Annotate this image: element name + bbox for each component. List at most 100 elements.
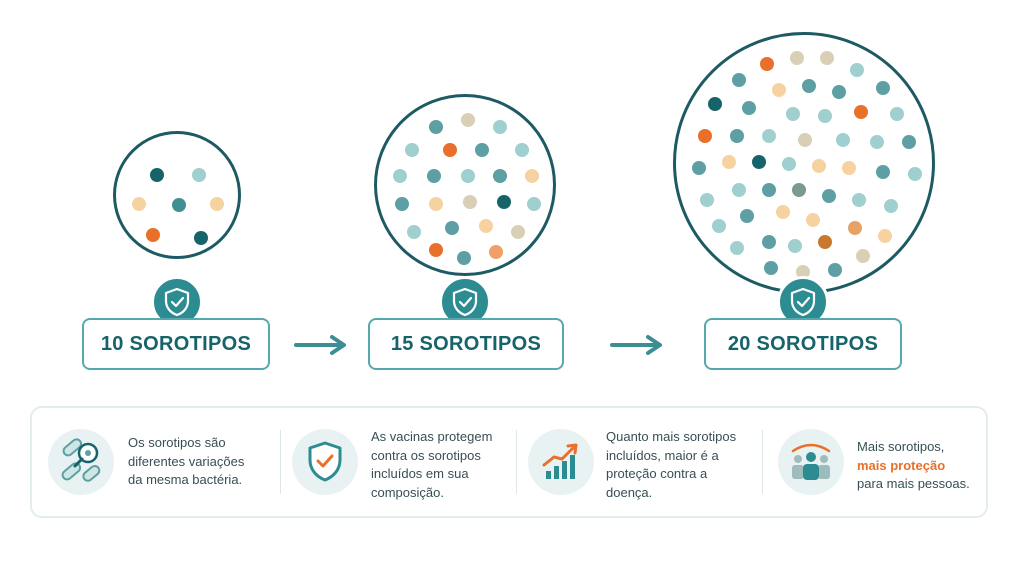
serotype-dot xyxy=(698,129,712,143)
serotype-dot xyxy=(511,225,525,239)
info-line: Os sorotipos são xyxy=(128,435,226,450)
info-line: incluídos, maior é a xyxy=(606,447,719,463)
serotype-circle-10 xyxy=(113,131,241,259)
stage-label-20: 20 SOROTIPOS xyxy=(704,318,902,370)
info-line: contra os sorotipos xyxy=(371,447,481,463)
serotype-dot xyxy=(475,143,489,157)
info-icon-people xyxy=(778,429,844,495)
info-icon-shield xyxy=(292,429,358,495)
serotype-dot xyxy=(832,85,846,99)
arrow-right-icon xyxy=(294,335,346,355)
serotype-circle-20 xyxy=(673,32,935,294)
growth-chart-icon xyxy=(542,443,578,479)
serotype-dot xyxy=(740,209,754,223)
info-line: incluídos em sua xyxy=(371,466,469,481)
info-line: Quanto mais sorotipos xyxy=(606,429,737,444)
serotype-dot xyxy=(812,159,826,173)
serotype-dot xyxy=(730,241,744,255)
serotype-dot xyxy=(852,193,866,207)
info-line: diferentes variações xyxy=(128,453,245,469)
serotype-dot xyxy=(515,143,529,157)
serotype-dot xyxy=(700,193,714,207)
serotype-dot xyxy=(463,195,477,209)
serotype-dot xyxy=(782,157,796,171)
serotype-dot xyxy=(146,228,160,242)
serotype-dot xyxy=(822,189,836,203)
info-text-2: As vacinas protegem contra os sorotipos … xyxy=(371,428,492,502)
serotype-dot xyxy=(884,199,898,213)
serotype-dot xyxy=(525,169,539,183)
stage-label-10: 10 SOROTIPOS xyxy=(82,318,270,370)
serotype-dot xyxy=(876,81,890,95)
serotype-dot xyxy=(730,129,744,143)
serotype-dot xyxy=(407,225,421,239)
serotype-dot xyxy=(150,168,164,182)
serotype-dot xyxy=(850,63,864,77)
arrow-right-icon xyxy=(610,335,662,355)
serotype-dot xyxy=(427,169,441,183)
serotype-dot xyxy=(461,113,475,127)
serotype-dot xyxy=(806,213,820,227)
serotype-dot xyxy=(802,79,816,93)
serotype-dot xyxy=(764,261,778,275)
serotype-dot xyxy=(908,167,922,181)
serotype-dot xyxy=(798,133,812,147)
serotype-dot xyxy=(393,169,407,183)
info-line: composição. xyxy=(371,484,444,500)
serotype-dot xyxy=(461,169,475,183)
bacteria-magnifier-icon xyxy=(61,438,101,482)
serotype-dot xyxy=(790,51,804,65)
info-line: As vacinas protegem xyxy=(371,429,493,444)
serotype-dot xyxy=(836,133,850,147)
divider xyxy=(516,430,517,494)
serotype-dot xyxy=(878,229,892,243)
serotype-dot xyxy=(762,235,776,249)
serotype-dot xyxy=(856,249,870,263)
info-icon-bacteria xyxy=(48,429,114,495)
serotype-dot xyxy=(760,57,774,71)
shield-check-icon xyxy=(452,287,478,317)
info-highlight: mais proteção xyxy=(857,457,946,473)
serotype-dot xyxy=(842,161,856,175)
shield-check-icon xyxy=(308,441,342,482)
serotype-dot xyxy=(796,265,810,279)
serotype-dot xyxy=(848,221,862,235)
serotype-dot xyxy=(818,235,832,249)
serotype-dot xyxy=(854,105,868,119)
serotype-dot xyxy=(742,101,756,115)
serotype-dot xyxy=(429,197,443,211)
info-text-1: Os sorotipos são diferentes variações da… xyxy=(128,434,244,490)
serotype-dot xyxy=(818,109,832,123)
serotype-dot xyxy=(527,197,541,211)
serotype-dot xyxy=(890,107,904,121)
stage-label-15: 15 SOROTIPOS xyxy=(368,318,564,370)
serotype-dot xyxy=(722,155,736,169)
serotype-dot xyxy=(445,221,459,235)
info-line: Mais sorotipos, xyxy=(857,439,945,454)
serotype-dot xyxy=(708,97,722,111)
serotype-dot xyxy=(776,205,790,219)
serotype-dot xyxy=(172,198,186,212)
serotype-dot xyxy=(457,251,471,265)
serotype-dot xyxy=(870,135,884,149)
serotype-dot xyxy=(792,183,806,197)
serotype-dot xyxy=(752,155,766,169)
info-text-3: Quanto mais sorotipos incluídos, maior é… xyxy=(606,428,736,502)
serotype-dot xyxy=(732,183,746,197)
info-line: para mais pessoas. xyxy=(857,476,970,491)
serotype-dot xyxy=(497,195,511,209)
shield-check-icon xyxy=(790,287,816,317)
serotype-dot xyxy=(405,143,419,157)
serotype-dot xyxy=(132,197,146,211)
serotype-dot xyxy=(788,239,802,253)
serotype-dot xyxy=(194,231,208,245)
divider xyxy=(280,430,281,494)
people-group-icon xyxy=(791,443,831,480)
info-line: da mesma bactéria. xyxy=(128,472,243,487)
serotype-dot xyxy=(395,197,409,211)
serotype-dot xyxy=(772,83,786,97)
shield-check-icon xyxy=(164,287,190,317)
serotype-dot xyxy=(762,183,776,197)
info-line: doença. xyxy=(606,484,653,500)
serotype-dot xyxy=(429,243,443,257)
